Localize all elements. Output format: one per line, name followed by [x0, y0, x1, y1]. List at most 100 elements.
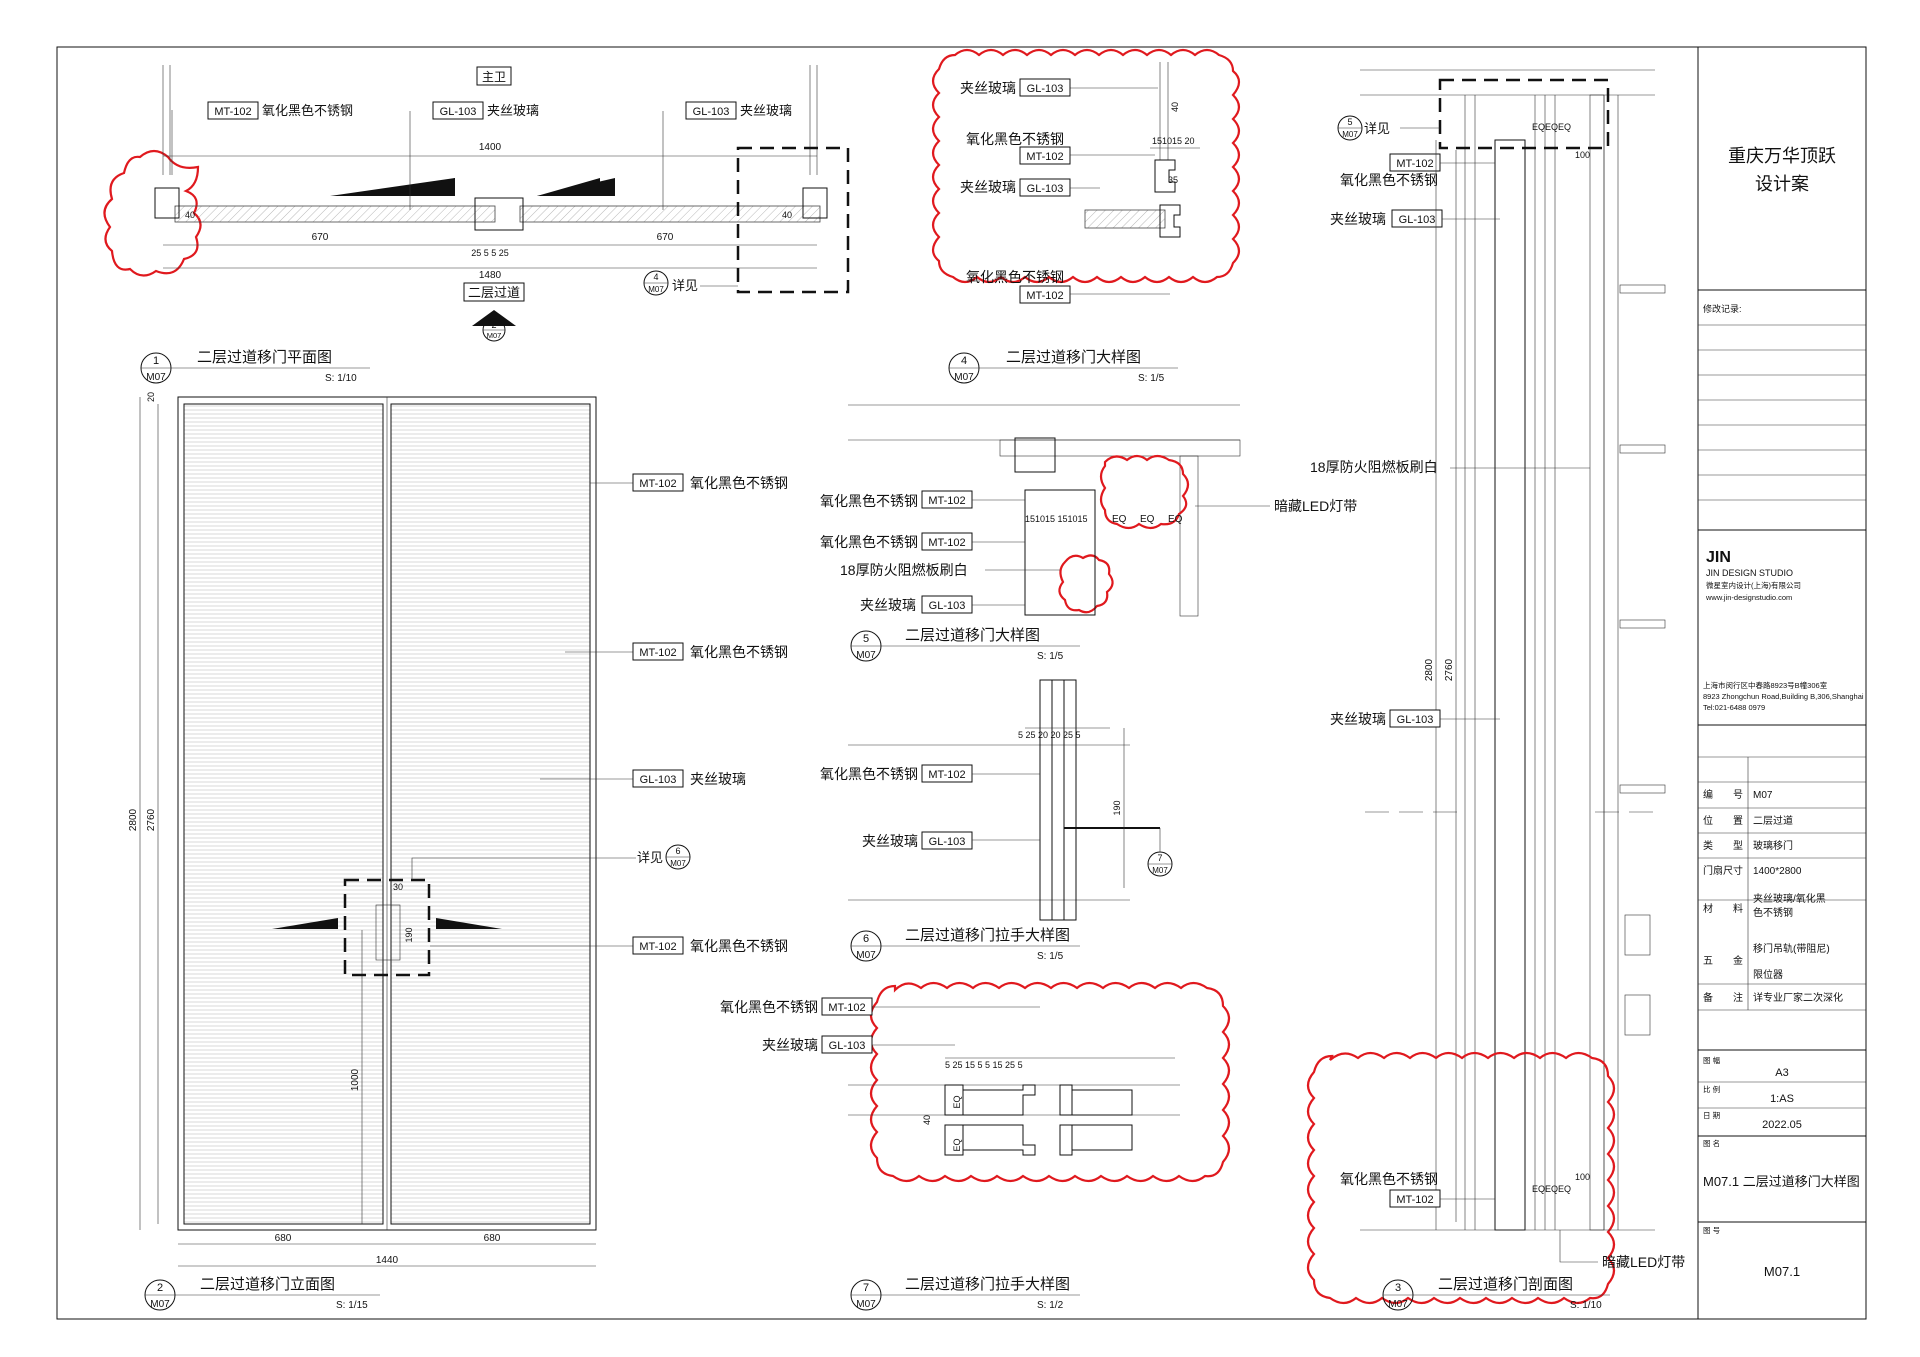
tag-gl103-a: GL-103 [440, 106, 477, 118]
elev-title: 二层过道移门立面图 [200, 1276, 335, 1293]
d3-title: 二层过道移门剖面图 [1438, 1276, 1573, 1293]
label-mt102: 氧化黑色不锈钢 [262, 103, 353, 118]
d7-dim-40: 40 [922, 1115, 932, 1125]
ref5-sheet: M07 [1342, 130, 1358, 139]
d3-100-bottom: 100 [1575, 1172, 1590, 1182]
elev-tag-1: MT-102 [639, 478, 676, 490]
d3-title-sheet: M07 [1388, 1299, 1408, 1310]
sheet-border [56, 46, 1867, 1320]
detail-6-box [343, 878, 431, 977]
d5-tag-2: MT-102 [928, 537, 965, 549]
detail-6: 5 25 20 20 25 5 190 氧化黑色不锈钢 MT-102 夹丝玻璃 … [820, 679, 1173, 962]
revision-cloud [931, 48, 1241, 284]
dim-1440: 1440 [376, 1255, 399, 1266]
ref7-sheet: M07 [1152, 866, 1168, 875]
d5-tag-1: MT-102 [928, 495, 965, 507]
d7-title-sheet: M07 [856, 1299, 876, 1310]
plan-view: 1400 670 670 25 5 5 25 1480 40 40 主卫 MT-… [103, 65, 850, 384]
address-en: 8923 Zhongchun Road,Building B,306,Shang… [1703, 692, 1864, 701]
d3-led: 暗藏LED灯带 [1602, 1254, 1685, 1270]
d6-dim-190: 190 [1112, 800, 1122, 815]
ref5-text: 详见 [1364, 121, 1390, 136]
elev-tag-2: MT-102 [639, 647, 676, 659]
ref6-text: 详见 [637, 850, 663, 865]
d5-title: 二层过道移门大样图 [905, 627, 1040, 644]
d4-dims-top: 151015 20 [1152, 136, 1195, 146]
number-label: 图 号 [1703, 1226, 1720, 1235]
d5-title-sheet: M07 [856, 650, 876, 661]
elev-tag-3: GL-103 [640, 774, 677, 786]
d6-label-2: 夹丝玻璃 [862, 833, 918, 849]
studio-name-en: JIN DESIGN STUDIO [1706, 568, 1793, 578]
tel: Tel:021-6488 0979 [1703, 703, 1765, 712]
detail-4: 151015 20 40 35 夹丝玻璃 GL-103 氧化黑色不锈钢 MT-1… [931, 48, 1241, 384]
d5-scale: S: 1/5 [1037, 651, 1064, 662]
d4-title-sheet: M07 [954, 372, 974, 383]
d6-tag-1: MT-102 [928, 769, 965, 781]
d7-scale: S: 1/2 [1037, 1300, 1064, 1311]
info-val-4b: 色不锈钢 [1753, 906, 1793, 919]
d7-eq-1: EQ [952, 1095, 962, 1108]
ref5-num: 5 [1347, 117, 1352, 127]
info-val-2: 玻璃移门 [1753, 839, 1793, 852]
info-val-5b: 限位器 [1753, 968, 1783, 981]
d4-label-4: 氧化黑色不锈钢 [966, 269, 1064, 285]
d4-dim-35: 35 [1168, 175, 1178, 185]
d5-label-4: 夹丝玻璃 [860, 597, 916, 613]
dim-670-right: 670 [657, 232, 674, 243]
info-key-2: 类 型 [1703, 839, 1743, 852]
info-val-3: 1400*2800 [1753, 866, 1802, 877]
d3-eqs-top: EQEQEQ [1532, 122, 1571, 132]
d3-label-2: 夹丝玻璃 [1330, 211, 1386, 227]
d3-2760: 2760 [1444, 658, 1455, 681]
detail-4-box [736, 146, 850, 294]
scale-label: 比 例 [1703, 1084, 1720, 1094]
dim-small: 25 5 5 25 [471, 248, 509, 258]
detail-7: 5 25 15 5 5 15 25 5 40 EQ EQ 氧化黑色不锈钢 MT-… [720, 981, 1231, 1311]
dim-40-left: 40 [185, 210, 195, 220]
tag-gl103-b: GL-103 [693, 106, 730, 118]
d3-label-5: 氧化黑色不锈钢 [1340, 1171, 1438, 1187]
project-line-2: 设计案 [1755, 174, 1809, 194]
d4-tag-3: GL-103 [1027, 183, 1064, 195]
d6-title-sheet: M07 [856, 950, 876, 961]
dim-20: 20 [146, 392, 156, 402]
paper-value: A3 [1775, 1067, 1788, 1079]
d4-scale: S: 1/5 [1138, 373, 1165, 384]
title-block: 重庆万华顶跃 设计案 修改记录: JIN JIN DESIGN STUDIO 微… [1698, 146, 1866, 1279]
paper-label: 图 幅 [1703, 1055, 1721, 1065]
address-cn: 上海市闵行区中春路8923号B幢306室 [1703, 680, 1828, 690]
dim-30: 30 [393, 882, 403, 892]
ref4-num: 4 [653, 272, 658, 282]
d3-label-4: 夹丝玻璃 [1330, 711, 1386, 727]
d3-eqs-bottom: EQEQEQ [1532, 1184, 1571, 1194]
info-val-1: 二层过道 [1753, 814, 1793, 827]
studio-name-cn: 微星室内设计(上海)有限公司 [1706, 580, 1801, 590]
d7-tag-1: MT-102 [828, 1002, 865, 1014]
d4-label-3: 夹丝玻璃 [960, 179, 1016, 195]
plan-title-sheet: M07 [146, 372, 166, 383]
info-key-0: 编 号 [1703, 788, 1743, 801]
studio-logo: JIN [1706, 549, 1731, 566]
d4-tag-4: MT-102 [1026, 290, 1063, 302]
dim-190: 190 [404, 927, 414, 942]
detail-5-box [1438, 78, 1610, 150]
ref7-num: 7 [1157, 853, 1162, 863]
d5-label-2: 氧化黑色不锈钢 [820, 534, 918, 550]
elevation-view: 2800 2760 20 1000 680 680 1440 190 30 MT… [128, 392, 788, 1311]
d4-tag-1: GL-103 [1027, 83, 1064, 95]
date-value: 2022.05 [1762, 1119, 1802, 1131]
info-key-1: 位 置 [1703, 814, 1743, 827]
d7-title: 二层过道移门拉手大样图 [905, 1276, 1070, 1293]
dim-680-right: 680 [484, 1233, 501, 1244]
dim-680-left: 680 [275, 1233, 292, 1244]
slide-arrow [390, 178, 455, 196]
section-num: 2 [491, 320, 496, 330]
scale-value: 1:AS [1770, 1093, 1794, 1105]
slide-arrow [537, 178, 600, 196]
revision-cloud [1099, 454, 1190, 530]
elev-scale: S: 1/15 [336, 1300, 368, 1311]
revision-cloud [1058, 554, 1114, 614]
info-val-6: 详专业厂家二次深化 [1753, 991, 1843, 1004]
